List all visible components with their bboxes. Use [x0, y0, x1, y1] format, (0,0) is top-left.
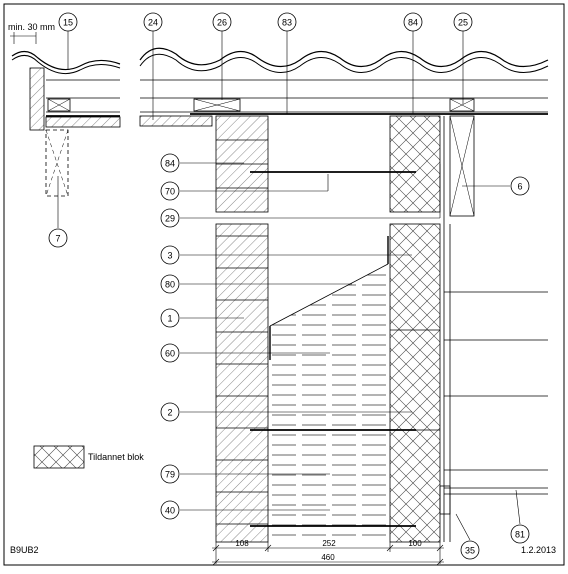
callout-84-top: 84 — [403, 12, 423, 32]
callout-2: 2 — [160, 402, 180, 422]
dimension-outer-leaf: 108 — [235, 539, 249, 548]
callout-40: 40 — [160, 500, 180, 520]
svg-text:25: 25 — [458, 18, 468, 28]
svg-text:83: 83 — [282, 18, 292, 28]
eaves-detail-left — [10, 32, 121, 197]
svg-text:40: 40 — [165, 506, 175, 516]
callout-3: 3 — [160, 245, 180, 265]
roof-structure — [139, 79, 548, 127]
callout-79: 79 — [160, 464, 180, 484]
legend-swatch — [33, 445, 85, 469]
leader-lines — [57, 31, 521, 541]
drawing-date: 1.2.2013 — [521, 545, 556, 555]
callout-15: 15 — [58, 12, 78, 32]
svg-text:70: 70 — [165, 187, 175, 197]
callout-70: 70 — [160, 181, 180, 201]
callout-81: 81 — [510, 524, 530, 544]
svg-text:84: 84 — [408, 18, 418, 28]
legend-label: Tildannet blok — [88, 452, 144, 462]
callouts: 15 24 26 83 84 25 84 70 — [48, 12, 530, 560]
drawing-border — [3, 3, 565, 566]
svg-text:15: 15 — [63, 18, 73, 28]
svg-text:6: 6 — [517, 182, 522, 192]
callout-7: 7 — [48, 228, 68, 248]
svg-text:29: 29 — [165, 214, 175, 224]
svg-text:7: 7 — [55, 234, 60, 244]
callout-1: 1 — [160, 308, 180, 328]
cavity-insulation — [250, 171, 416, 542]
callout-35: 35 — [460, 540, 480, 560]
min-distance-note: min. 30 mm — [8, 22, 55, 32]
dimension-chain: 108 252 100 460 — [212, 539, 444, 566]
callout-60: 60 — [160, 343, 180, 363]
callout-6: 6 — [510, 176, 530, 196]
callout-83: 83 — [277, 12, 297, 32]
svg-text:2: 2 — [167, 408, 172, 418]
svg-text:24: 24 — [148, 18, 158, 28]
drawing-code: B9UB2 — [10, 545, 39, 555]
legend: Tildannet blok — [33, 445, 144, 469]
callout-26: 26 — [212, 12, 232, 32]
svg-text:3: 3 — [167, 251, 172, 261]
roof-tiles — [139, 47, 549, 73]
svg-text:79: 79 — [165, 470, 175, 480]
interior-structure-right — [439, 115, 548, 542]
svg-text:1: 1 — [167, 314, 172, 324]
callout-84-left: 84 — [160, 153, 180, 173]
svg-text:35: 35 — [465, 546, 475, 556]
inner-block-wall — [389, 115, 441, 543]
svg-text:26: 26 — [217, 18, 227, 28]
dimension-inner-leaf: 100 — [408, 539, 422, 548]
svg-text:80: 80 — [165, 280, 175, 290]
svg-text:81: 81 — [515, 530, 525, 540]
callout-24: 24 — [143, 12, 163, 32]
dimension-total: 460 — [321, 553, 335, 562]
callout-25: 25 — [453, 12, 473, 32]
svg-text:84: 84 — [165, 159, 175, 169]
brick-courses — [216, 139, 268, 525]
dimension-cavity: 252 — [322, 539, 336, 548]
svg-text:60: 60 — [165, 349, 175, 359]
callout-29: 29 — [160, 208, 180, 228]
callout-80: 80 — [160, 274, 180, 294]
outer-brick-wall — [215, 115, 269, 543]
